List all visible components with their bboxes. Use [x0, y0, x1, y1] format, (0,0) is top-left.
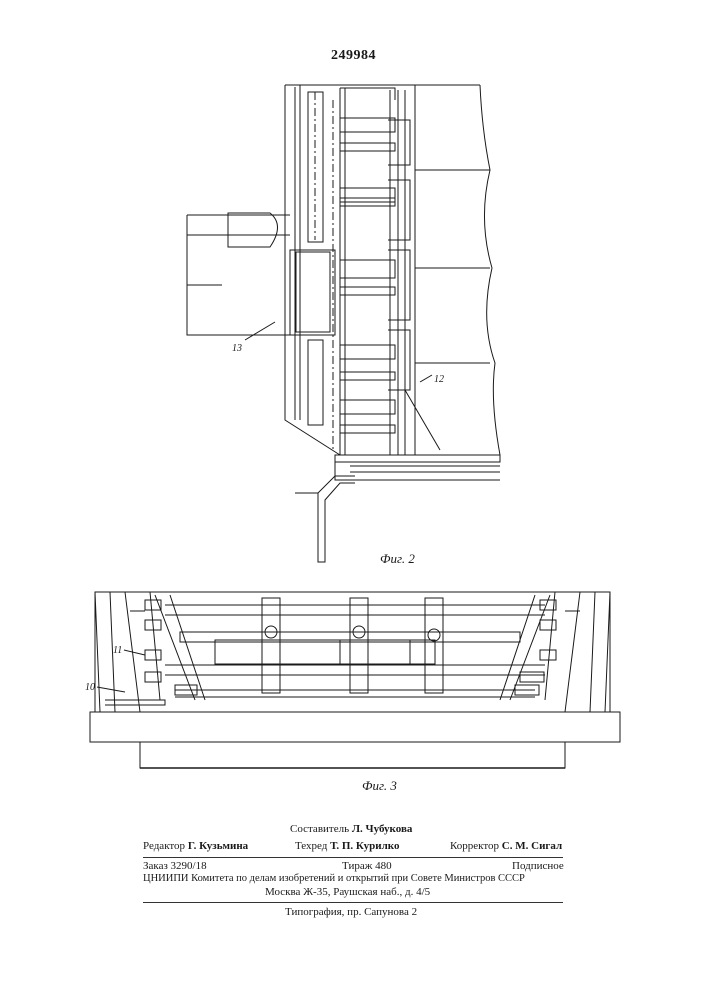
bolt-group-2	[340, 188, 395, 206]
base-slab	[90, 712, 620, 742]
callout-13: 13	[232, 343, 242, 354]
editor-line: Редактор Г. Кузьмина	[143, 840, 248, 852]
leader-13	[245, 322, 275, 340]
clamp-post-2	[350, 598, 368, 693]
figure-3-caption: Фиг. 3	[362, 778, 397, 793]
tech-editor-name: Т. П. Курилко	[330, 840, 399, 852]
base-plate-top	[335, 455, 500, 462]
publisher-address: Москва Ж-35, Раушская наб., д. 4/5	[265, 886, 430, 898]
clamp-post-3	[425, 598, 443, 693]
imprint-divider	[143, 857, 563, 858]
editor-name: Г. Кузьмина	[188, 840, 248, 852]
jack-body-outline	[187, 215, 290, 335]
clamp-post-1	[262, 598, 280, 693]
jack-cap	[228, 213, 278, 247]
callout-10: 10	[85, 682, 95, 693]
callout-11: 11	[113, 645, 122, 656]
column-slot-lower	[308, 340, 323, 425]
circulation: Тираж 480	[342, 860, 392, 872]
composer-name: Л. Чубукова	[352, 823, 413, 835]
figure-3-drawing	[90, 592, 620, 768]
figure-2-caption: Фиг. 2	[380, 551, 415, 566]
publisher: ЦНИИПИ Комитета по делам изобретений и о…	[143, 873, 568, 884]
order-number: Заказ 3290/18	[143, 860, 207, 872]
composer-label: Составитель	[290, 823, 349, 835]
centre-beam	[215, 640, 435, 664]
printer-divider	[143, 902, 563, 903]
leader-11	[124, 650, 145, 655]
editor-label: Редактор	[143, 840, 185, 852]
left-bolt-stack	[145, 600, 197, 695]
bolt-group-4	[340, 345, 395, 380]
bolt-group-3	[340, 260, 395, 295]
callout-12: 12	[434, 374, 444, 385]
leader-10	[97, 687, 125, 692]
tech-editor-line: Техред Т. П. Курилко	[295, 840, 399, 852]
break-line	[480, 85, 500, 455]
printer: Типография, пр. Сапунова 2	[285, 906, 417, 918]
subscription: Подписное	[512, 860, 564, 872]
tech-editor-label: Техред	[295, 840, 327, 852]
bolt-group-1	[340, 118, 395, 151]
composer-line: Составитель Л. Чубукова	[290, 823, 412, 835]
proofreader-line: Корректор С. М. Сигал	[450, 840, 562, 852]
leader-12	[420, 375, 432, 382]
proofreader-label: Корректор	[450, 840, 499, 852]
spacer-block	[290, 250, 335, 335]
bolt-group-5	[340, 400, 395, 433]
angle-bracket	[295, 476, 355, 562]
foundation	[140, 742, 565, 768]
proofreader-name: С. М. Сигал	[502, 840, 562, 852]
